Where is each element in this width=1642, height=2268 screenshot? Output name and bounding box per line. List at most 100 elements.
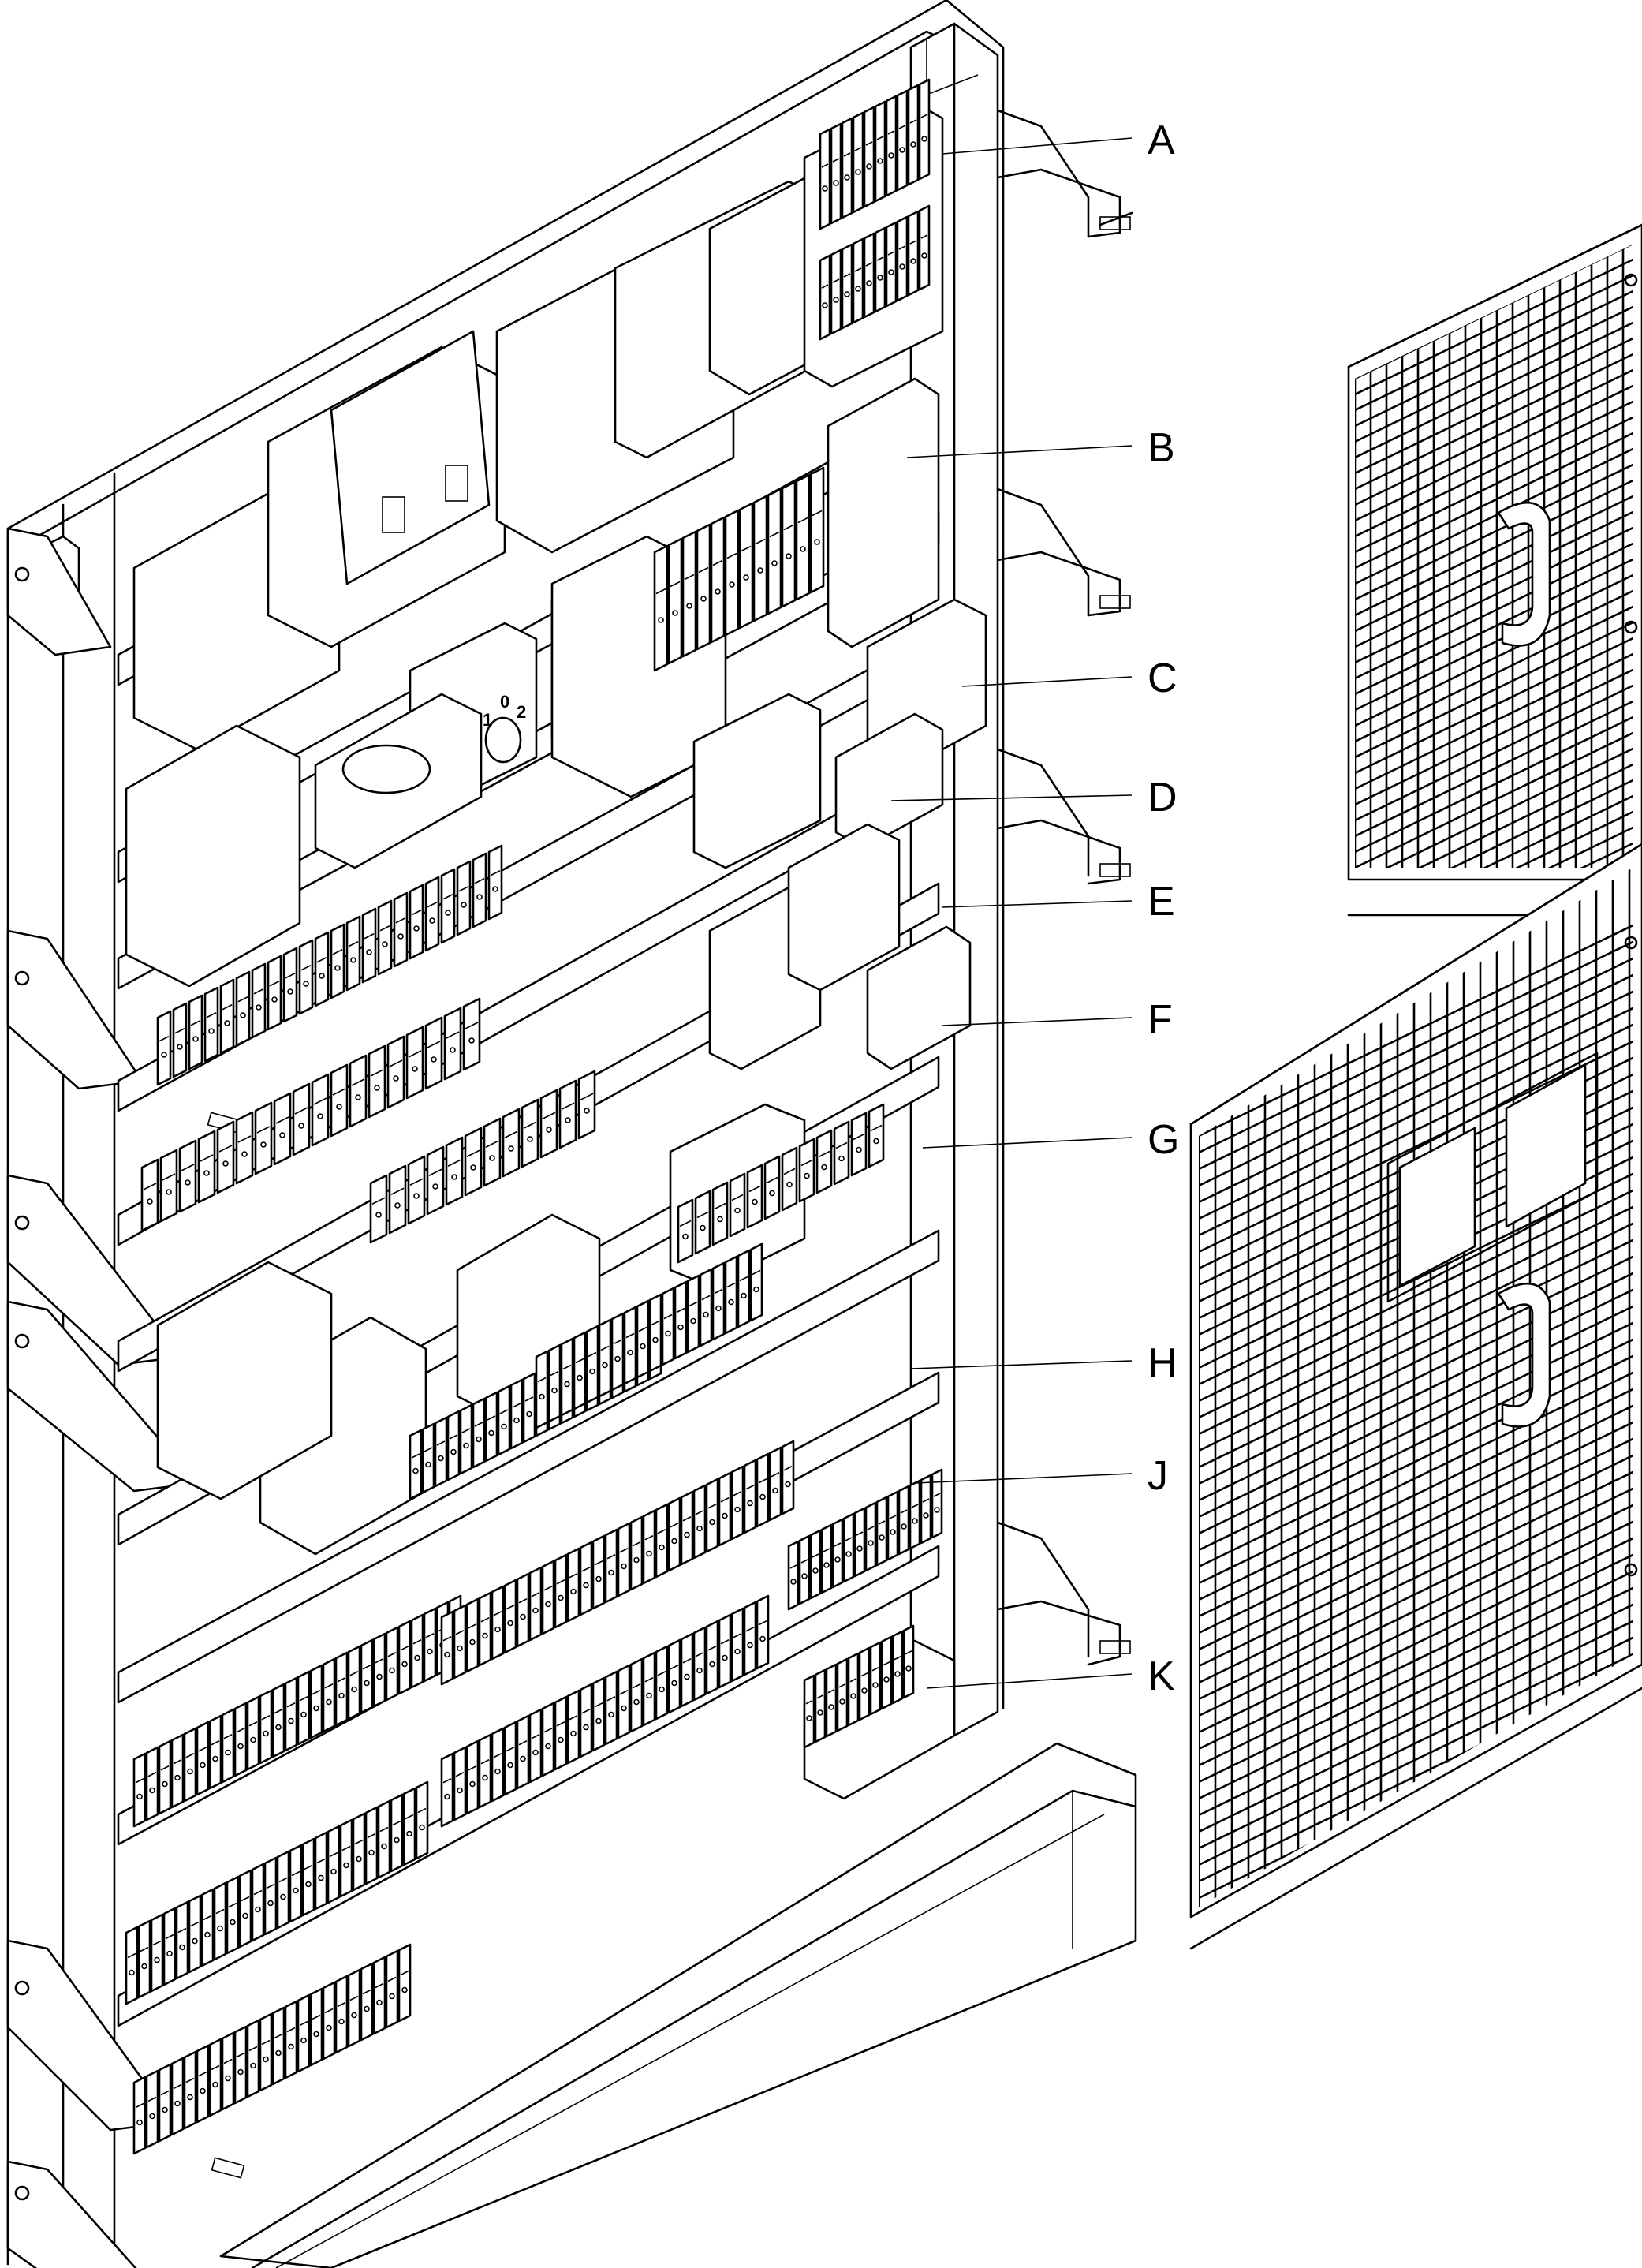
terminal-block (516, 1714, 530, 1790)
terminal-block (246, 1695, 260, 1771)
terminal-block (830, 122, 842, 225)
terminal-block (487, 844, 503, 921)
terminal-block (409, 884, 424, 960)
terminal-block (847, 1652, 860, 1727)
terminal-block (730, 1465, 744, 1541)
terminal-block (694, 1190, 711, 1255)
terminal-block (931, 1468, 943, 1539)
terminal-block (579, 1683, 593, 1758)
terminal-block (868, 1103, 885, 1168)
terminal-block (421, 1422, 435, 1494)
terminal-block (156, 1010, 172, 1086)
terminal-block (386, 1035, 405, 1109)
terminal-block (798, 1534, 811, 1605)
terminal-block (738, 502, 754, 630)
terminal-block (737, 1249, 751, 1328)
terminal-block (284, 1676, 298, 1752)
terminal-block (372, 1632, 386, 1708)
terminal-block (509, 1378, 524, 1450)
terminal-block (484, 1391, 498, 1463)
terminal-block (825, 1663, 838, 1738)
terminal-block (711, 1181, 729, 1246)
terminal-block (377, 899, 393, 976)
terminal-block (334, 1651, 349, 1727)
terminal-block (730, 1607, 744, 1683)
terminal-block (814, 1668, 827, 1743)
lower-door-handle (1497, 1282, 1551, 1428)
terminal-block (415, 1780, 429, 1860)
terminal-block (763, 1155, 781, 1220)
terminal-block (841, 117, 853, 219)
terminal-block (465, 1597, 480, 1673)
terminal-block (743, 1459, 757, 1534)
terminal-block (680, 1490, 694, 1566)
terminal-block (483, 1117, 502, 1187)
terminal-block (464, 1127, 483, 1197)
terminal-block (502, 1108, 521, 1178)
lower-mesh-door (1189, 843, 1642, 1950)
terminal-block (768, 1446, 782, 1522)
terminal-block (692, 1484, 707, 1560)
terminal-block (522, 1372, 536, 1444)
terminal-block (667, 537, 683, 665)
terminal-block (554, 1695, 568, 1771)
terminal-block (809, 1529, 822, 1600)
callout-d: D (1148, 775, 1177, 820)
terminal-block (746, 1164, 763, 1229)
terminal-block (347, 1968, 361, 2048)
terminal-block (667, 1496, 681, 1572)
terminal-block (175, 1900, 189, 1980)
terminal-block (752, 495, 768, 622)
terminal-block (692, 1626, 707, 1702)
terminal-block (273, 1092, 292, 1166)
terminal-block (456, 860, 472, 936)
terminal-block (390, 1793, 404, 1873)
terminal-strip (440, 1594, 770, 1828)
terminal-block (159, 1149, 178, 1223)
terminal-block (898, 1485, 910, 1556)
terminal-block (301, 1837, 315, 1917)
terminal-block (472, 852, 487, 928)
terminal-block (235, 970, 251, 1047)
terminal-block (197, 1130, 216, 1204)
terminal-strip (156, 844, 503, 1086)
terminal-block (478, 1591, 492, 1667)
terminal-block (172, 1002, 188, 1078)
terminal-block (330, 923, 345, 999)
terminal-block (251, 1863, 265, 1942)
terminal-block (137, 1919, 151, 1999)
callout-j: J (1148, 1453, 1168, 1499)
terminal-block (642, 1509, 656, 1585)
switch-pos-2: 2 (517, 702, 526, 722)
terminal-block (446, 1410, 461, 1481)
terminal-block (284, 2000, 298, 2079)
terminal-strip (819, 204, 931, 341)
terminal-block (385, 1626, 399, 1702)
callout-a: A (1148, 118, 1175, 163)
terminal-block (271, 1683, 285, 1758)
terminal-block (334, 1975, 349, 2054)
switch-pos-1: 1 (483, 710, 492, 730)
terminal-block (200, 1888, 215, 1967)
terminal-block (920, 1474, 932, 1545)
terminal-block (271, 2006, 285, 2086)
terminal-block (836, 1657, 849, 1732)
terminal-strip (132, 1943, 412, 2155)
terminal-block (642, 1651, 656, 1727)
terminal-block (327, 1825, 341, 1904)
terminal-block (385, 1949, 399, 2029)
terminal-block (869, 1641, 882, 1716)
terminal-block (896, 215, 909, 302)
callout-h: H (1148, 1340, 1177, 1386)
leader-lines (890, 137, 1133, 1689)
terminal-block (183, 1727, 197, 1803)
terminal-block (251, 962, 267, 1039)
upper-door-handle (1497, 501, 1551, 647)
terminal-block (880, 1635, 893, 1710)
din-rail (117, 1229, 940, 1704)
terminal-block (820, 1523, 833, 1594)
terminal-block (648, 1293, 662, 1373)
callout-b: B (1148, 425, 1175, 471)
terminal-block (907, 84, 920, 186)
terminal-block (547, 1343, 562, 1423)
